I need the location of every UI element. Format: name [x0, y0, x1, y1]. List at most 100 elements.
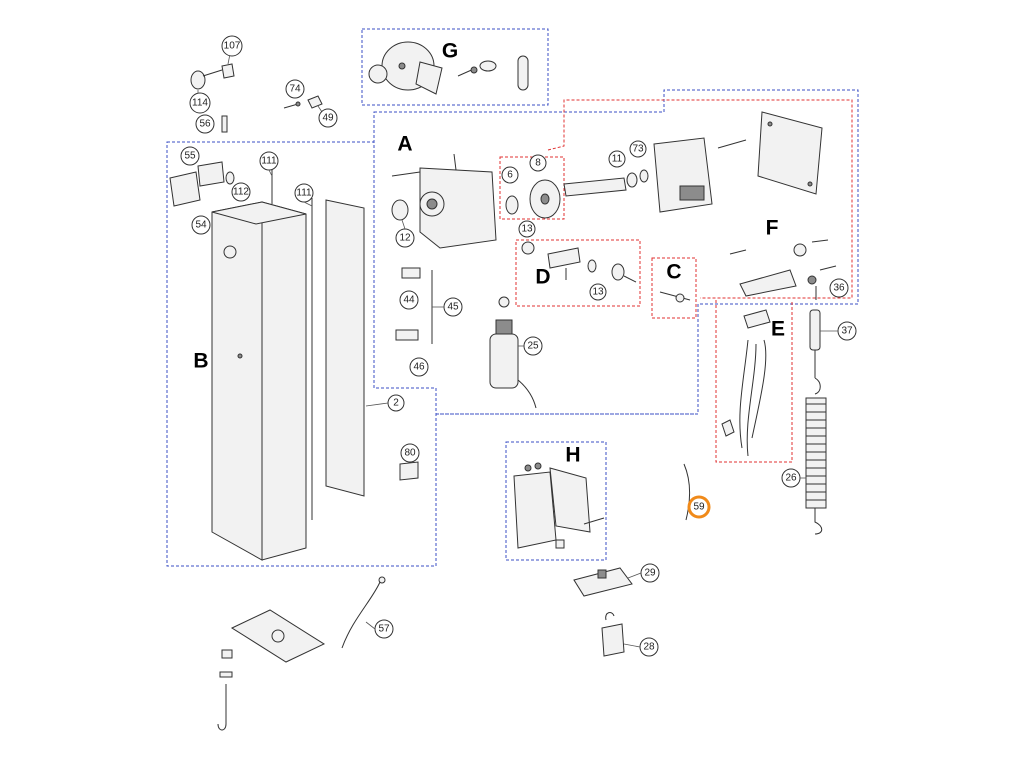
callout-49-label: 49: [322, 113, 334, 124]
capacitor-28-leads: [605, 612, 615, 621]
spring-26-hook-top: [814, 377, 821, 395]
wire-bundle-drawing: [739, 339, 767, 457]
base-plate-hole: [271, 629, 285, 643]
worm-drawing: [547, 247, 581, 269]
callout-28: 28: [639, 637, 659, 657]
callout-55-label: 55: [184, 151, 196, 162]
callout-28-label: 28: [643, 642, 655, 653]
nut-bottom-drawing: [221, 649, 233, 659]
switch-drawing: [743, 309, 771, 329]
group-b-parts: [169, 161, 365, 561]
part-37-drawing: [809, 309, 821, 351]
connector-drawing: [721, 419, 735, 437]
callout-45: 45: [443, 297, 463, 317]
callout-25-label: 25: [527, 341, 539, 352]
h-screw-a: [524, 464, 532, 472]
callout-26-label: 26: [785, 473, 797, 484]
lid-h-drawing: [549, 467, 591, 533]
callout-44-label: 44: [403, 295, 415, 306]
callout-74-label: 74: [289, 84, 301, 95]
callout-45-label: 45: [447, 302, 459, 313]
shaft-drawing: [563, 177, 627, 197]
callout-59-label: 59: [693, 502, 705, 513]
housing-bore-inner: [426, 198, 438, 210]
clip-80-drawing: [399, 461, 419, 481]
part-112-drawing: [225, 171, 235, 185]
spring-parts: [805, 309, 827, 535]
callout-46: 46: [409, 357, 429, 377]
bottom-parts: [217, 567, 633, 731]
spring-26-hook-bottom: [814, 508, 823, 535]
bearing-11-drawing: [626, 172, 638, 188]
callout-25: 25: [523, 336, 543, 356]
group-d-outline: [515, 239, 641, 307]
group-f-parts: [729, 239, 837, 300]
cover-panel-drawing: [325, 199, 365, 497]
callouts: 107 114 74 49 56 55 112 54 111 111 12 6 …: [180, 35, 857, 657]
nut-d-drawing: [521, 241, 535, 255]
plate-f-hole-b: [807, 181, 813, 187]
callout-2: 2: [387, 394, 405, 412]
group-a-parts: [391, 111, 823, 249]
cam-hub-drawing: [368, 64, 388, 84]
cover-housing-drawing: [653, 137, 713, 213]
callout-leaders: [268, 169, 838, 648]
column-hole-drawing: [223, 245, 237, 259]
bearing-6-drawing: [505, 195, 519, 215]
group-label-b: B: [193, 350, 208, 373]
group-d-parts: [521, 241, 637, 283]
callout-12-label: 12: [399, 233, 411, 244]
motor-25-top: [498, 296, 510, 308]
leader-111a: [268, 169, 273, 177]
group-label-d: D: [535, 266, 550, 289]
group-f-outline: [547, 99, 853, 299]
group-label-a: A: [397, 133, 412, 156]
callout-26: 26: [781, 468, 801, 488]
part-114-drawing: [190, 70, 206, 90]
plate-55-drawing: [197, 161, 225, 187]
callout-29: 29: [640, 563, 660, 583]
callout-36-label: 36: [833, 283, 845, 294]
f-bolt-c: [819, 265, 837, 271]
callout-37: 37: [837, 321, 857, 341]
callout-54-label: 54: [195, 220, 207, 231]
callout-56: 56: [195, 114, 215, 134]
callout-112-label: 112: [233, 187, 249, 198]
callout-112: 112: [231, 182, 251, 202]
group-g-outline: [361, 28, 549, 106]
housing-body-drawing: [419, 167, 497, 249]
callout-13b: 13: [589, 283, 607, 301]
lever-drawing: [739, 269, 797, 297]
callout-80: 80: [400, 443, 420, 463]
leader-111b: [303, 201, 313, 207]
callout-54: 54: [191, 215, 211, 235]
callout-2-label: 2: [393, 398, 399, 409]
callout-8: 8: [529, 154, 547, 172]
washer-bottom-drawing: [219, 671, 233, 678]
group-e-outline: [715, 300, 793, 463]
column-small-hole: [237, 353, 243, 359]
cam-center-drawing: [398, 62, 406, 70]
column-front-drawing: [211, 201, 263, 561]
part-114-link-drawing: [202, 69, 223, 77]
leader-2: [365, 402, 389, 407]
motor-25-wire: [517, 379, 537, 409]
callout-59: 59: [687, 495, 711, 519]
seal-12-drawing: [391, 199, 409, 221]
housing-pin: [453, 153, 457, 171]
callout-11-label: 11: [612, 154, 623, 165]
callout-8-label: 8: [535, 158, 541, 169]
callout-107: 107: [221, 35, 243, 57]
box-h-drawing: [513, 471, 557, 549]
callout-29-label: 29: [644, 568, 656, 579]
pin-c-head: [675, 293, 685, 303]
callout-111a-label: 111: [261, 156, 277, 167]
bearing-13-drawing: [611, 263, 625, 281]
leader-29: [627, 572, 642, 579]
capacitor-28-drawing: [601, 623, 625, 657]
callout-13a: 13: [518, 220, 536, 238]
callout-73: 73: [629, 140, 647, 158]
group-label-e: E: [771, 318, 785, 341]
callout-6-label: 6: [507, 170, 513, 181]
motor-25-drawing: [489, 333, 519, 389]
